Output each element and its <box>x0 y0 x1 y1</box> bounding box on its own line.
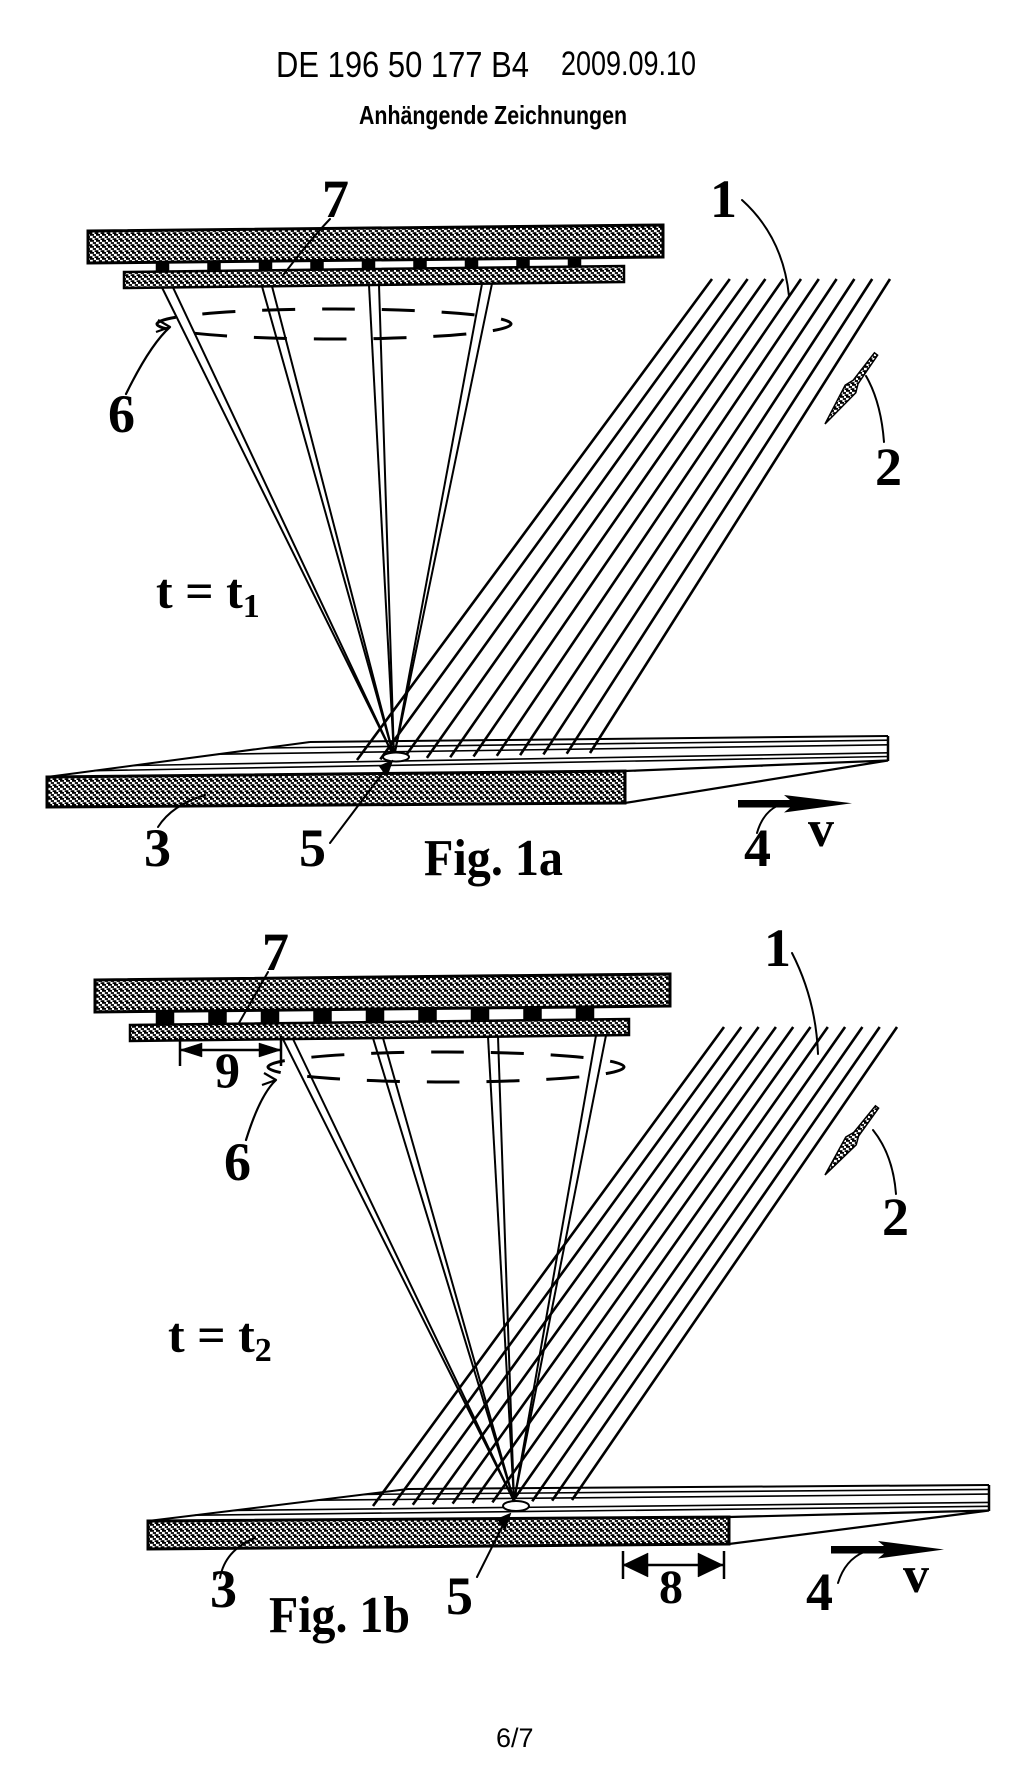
svg-text:2: 2 <box>882 1187 909 1247</box>
svg-text:t = t1: t = t1 <box>156 563 260 625</box>
svg-text:t = t2: t = t2 <box>168 1307 272 1369</box>
svg-text:DE 196 50 177 B4: DE 196 50 177 B4 <box>276 44 529 85</box>
svg-text:6: 6 <box>224 1132 251 1192</box>
svg-text:5: 5 <box>446 1566 473 1626</box>
svg-text:9: 9 <box>215 1042 240 1098</box>
svg-text:v: v <box>808 801 834 858</box>
svg-text:3: 3 <box>210 1559 237 1619</box>
svg-text:4: 4 <box>744 818 771 878</box>
svg-text:1: 1 <box>710 169 737 229</box>
svg-text:2: 2 <box>875 437 902 497</box>
svg-text:Fig. 1b: Fig. 1b <box>269 1587 410 1644</box>
svg-text:1: 1 <box>764 918 791 978</box>
svg-text:7: 7 <box>322 169 349 229</box>
svg-text:5: 5 <box>299 818 326 878</box>
svg-text:2009.09.10: 2009.09.10 <box>561 45 696 83</box>
svg-text:6/7: 6/7 <box>496 1723 534 1753</box>
svg-text:6: 6 <box>108 384 135 444</box>
svg-text:Fig. 1a: Fig. 1a <box>424 830 563 887</box>
svg-text:3: 3 <box>144 818 171 878</box>
svg-text:8: 8 <box>659 1561 683 1614</box>
svg-text:v: v <box>903 1547 929 1604</box>
svg-text:4: 4 <box>806 1562 833 1622</box>
svg-text:7: 7 <box>262 922 289 982</box>
svg-text:Anhängende Zeichnungen: Anhängende Zeichnungen <box>359 100 627 130</box>
